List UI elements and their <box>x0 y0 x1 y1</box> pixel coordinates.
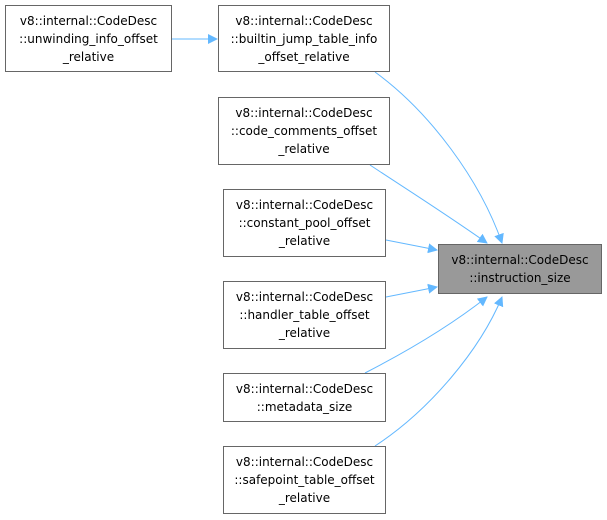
node-label-line: ::unwinding_info_offset <box>19 31 158 46</box>
edge-builtin-to-instruction-size <box>374 71 504 244</box>
node-label-line: v8::internal::CodeDesc <box>235 290 374 304</box>
node-label-line: ::metadata_size <box>256 399 353 414</box>
edge-code-comments-to-instruction-size <box>369 164 488 244</box>
node-safepoint-table-offset-relative[interactable]: v8::internal::CodeDesc ::safepoint_table… <box>223 446 386 514</box>
node-label-line: ::code_comments_offset <box>230 124 378 138</box>
edge-safepoint-to-instruction-size <box>374 296 504 447</box>
node-label-line: _offset_relative <box>258 49 350 64</box>
node-label-line: v8::internal::CodeDesc <box>235 13 373 28</box>
edge-metadata-to-instruction-size <box>364 296 488 374</box>
node-label-line: _relative <box>278 491 331 505</box>
node-label-line: v8::internal::CodeDesc <box>235 455 374 469</box>
node-label-line: _relative <box>62 49 115 64</box>
node-handler-table-offset-relative[interactable]: v8::internal::CodeDesc ::handler_table_o… <box>223 281 386 349</box>
edge-handler-table-to-instruction-size <box>385 283 438 298</box>
node-label-line: ::safepoint_table_offset <box>234 473 375 487</box>
node-label-line: v8::internal::CodeDesc <box>235 381 374 396</box>
node-constant-pool-offset-relative[interactable]: v8::internal::CodeDesc ::constant_pool_o… <box>223 189 386 257</box>
node-label-line: v8::internal::CodeDesc <box>19 13 158 28</box>
node-label-line: ::builtin_jump_table_info <box>230 31 378 46</box>
node-label-line: v8::internal::CodeDesc <box>235 198 374 212</box>
node-label-line: ::handler_table_offset <box>239 308 370 322</box>
node-builtin-jump-table-info-offset-relative[interactable]: v8::internal::CodeDesc ::builtin_jump_ta… <box>218 5 390 72</box>
node-code-comments-offset-relative[interactable]: v8::internal::CodeDesc ::code_comments_o… <box>218 97 390 165</box>
node-label-line: _relative <box>278 142 330 156</box>
node-label-line: _relative <box>278 234 331 248</box>
node-instruction-size[interactable]: v8::internal::CodeDesc ::instruction_siz… <box>438 244 602 294</box>
node-metadata-size[interactable]: v8::internal::CodeDesc ::metadata_size <box>223 373 386 422</box>
node-label-line: ::instruction_size <box>469 271 571 285</box>
node-label-line: v8::internal::CodeDesc <box>451 253 589 267</box>
node-label-line: _relative <box>278 326 331 340</box>
node-unwinding-info-offset-relative[interactable]: v8::internal::CodeDesc ::unwinding_info_… <box>5 5 172 72</box>
edge-constant-pool-to-instruction-size <box>385 239 438 254</box>
node-label-line: v8::internal::CodeDesc <box>235 106 373 120</box>
node-label-line: ::constant_pool_offset <box>238 216 371 230</box>
